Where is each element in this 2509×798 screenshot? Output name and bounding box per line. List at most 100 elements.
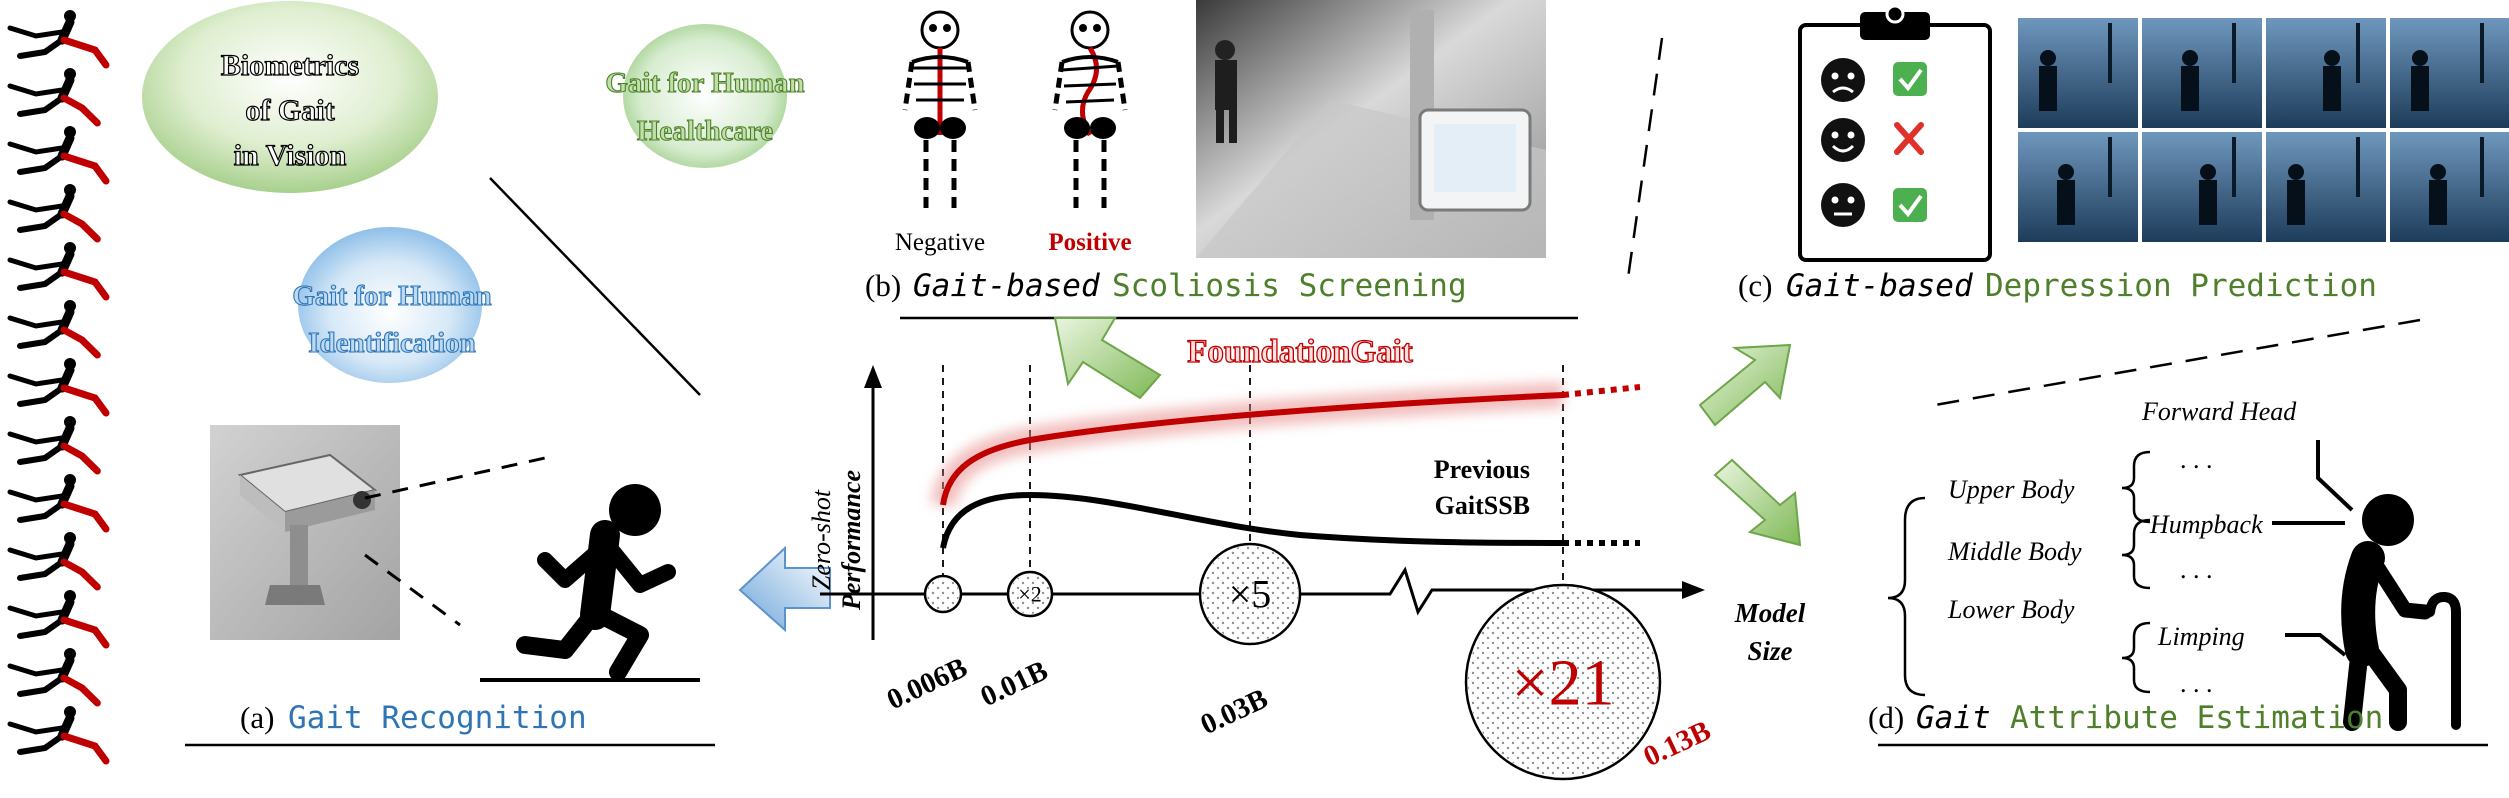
x-tick-label: 0.006B	[882, 651, 972, 716]
bubble-healthcare-line1: Gait for Human	[605, 67, 804, 99]
x-tick-label: 0.03B	[1196, 683, 1273, 742]
silhouette-frame	[2142, 132, 2262, 242]
bubble-identification: Gait for Human Identification	[292, 227, 492, 383]
panel-d-prefix: (d)	[1868, 700, 1904, 735]
size-multiplier-label: ×21	[1511, 646, 1614, 719]
scaling-chart: Zero-shot Performance Model Size ×2 ×5 ×21…	[807, 333, 1806, 781]
bubble-biometrics-line2: of Gait	[245, 94, 334, 127]
bubble-biometrics: Biometrics of Gait in Vision	[142, 1, 438, 193]
bubble-healthcare-line2: Healthcare	[637, 115, 773, 147]
silhouette-frame	[2266, 132, 2386, 242]
bubble-identification-line2: Identification	[308, 327, 476, 359]
surveillance-camera-icon	[210, 425, 400, 640]
pointer-lines	[2272, 440, 2354, 657]
cross-icon	[1894, 122, 1924, 155]
arrow-to-attributes	[1713, 458, 1802, 547]
gait-silhouette-frame	[7, 474, 110, 533]
silhouette-frame	[2390, 18, 2509, 128]
negative-label: Negative	[895, 229, 985, 256]
elderly-person-with-cane-icon	[2341, 494, 2461, 731]
connector-dashed-d	[1934, 318, 2421, 407]
sad-face-icon	[1821, 58, 1865, 102]
series-label-foundationgait: FoundationGait	[1187, 334, 1413, 370]
model-size-circle: ×5	[1198, 542, 1302, 646]
panel-c-italic: Gait-based	[1786, 268, 1973, 304]
connector-line-left	[489, 177, 701, 396]
lower-body-label: Lower Body	[1947, 595, 2075, 624]
panel-a-title: Gait Recognition	[288, 700, 587, 736]
gait-silhouette-frame	[7, 416, 101, 475]
bubble-healthcare: Gait for Human Healthcare	[605, 24, 805, 168]
gait-silhouette-frame	[7, 184, 101, 243]
gait-silhouette-frame	[7, 590, 110, 649]
gait-silhouette-frame	[7, 532, 101, 591]
gait-silhouette-frame	[7, 648, 101, 707]
size-multiplier-label: ×2	[1018, 581, 1041, 606]
gait-silhouette-frame	[7, 358, 110, 417]
check-icon	[1893, 62, 1927, 96]
dots-upper: . . .	[2180, 445, 2213, 474]
skeleton-negative-icon	[902, 10, 978, 208]
panel-d-title: Attribute Estimation	[2010, 700, 2383, 736]
series-label-gaitssb: GaitSSB	[1435, 491, 1530, 520]
gait-silhouette-frame	[7, 126, 110, 185]
foundationgait-extrapolation	[1562, 384, 1641, 398]
silhouette-frame	[2142, 18, 2262, 128]
humpback-label: Humpback	[2149, 510, 2263, 539]
arrow-to-recognition	[738, 545, 831, 633]
panel-d-italic: Gait	[1916, 700, 1991, 736]
arrow-to-depression	[1698, 343, 1792, 427]
y-label-line2: Performance	[837, 470, 866, 611]
running-person-icon	[516, 484, 676, 681]
silhouette-video-frames	[2018, 18, 2509, 242]
model-size-circle	[923, 574, 963, 614]
camera-view-line-top	[364, 456, 546, 500]
gait-silhouette-frame	[7, 10, 110, 69]
x-label-line1: Model	[1734, 598, 1806, 628]
upper-body-label: Upper Body	[1948, 475, 2075, 504]
model-size-circle: ×2	[1006, 570, 1054, 618]
silhouette-frame	[2390, 132, 2509, 242]
camera-view-line-bottom	[364, 553, 461, 627]
size-multiplier-label: ×5	[1229, 572, 1272, 617]
connector-dashed-c	[1626, 37, 1664, 279]
foundationgait-curve	[940, 392, 1564, 506]
gaitssb-curve	[940, 491, 1564, 549]
bubble-identification-line1: Gait for Human	[292, 280, 491, 312]
dots-lower: . . .	[2180, 669, 2213, 698]
x-label-line2: Size	[1747, 636, 1792, 666]
bubble-biometrics-line1: Biometrics	[221, 49, 359, 82]
skeleton-positive-icon	[1052, 10, 1128, 208]
panel-c-prefix: (c)	[1738, 268, 1772, 303]
bubble-biometrics-line3: in Vision	[234, 139, 347, 172]
panel-b-italic: Gait-based	[913, 268, 1100, 304]
y-axis-arrowhead	[864, 365, 882, 388]
panel-b-prefix: (b)	[865, 268, 901, 303]
scanner-hallway-photo	[1196, 0, 1546, 258]
gait-silhouette-frame	[7, 706, 110, 765]
check-icon	[1893, 188, 1927, 222]
panel-a-prefix: (a)	[240, 700, 274, 735]
forward-head-label: Forward Head	[2141, 397, 2297, 426]
gait-silhouette-strip-icon	[7, 10, 110, 765]
x-tick-label: 0.01B	[976, 655, 1053, 714]
smile-face-icon	[1821, 118, 1865, 162]
panel-c-title: Depression Prediction	[1985, 268, 2377, 304]
gait-silhouette-frame	[7, 300, 101, 359]
gait-silhouette-frame	[7, 68, 101, 127]
positive-label: Positive	[1048, 229, 1131, 256]
silhouette-frame	[2266, 18, 2386, 128]
attribute-brackets	[1887, 450, 2151, 697]
limping-label: Limping	[2157, 622, 2245, 651]
silhouette-frame	[2018, 18, 2138, 128]
x-axis-arrowhead	[1682, 581, 1705, 599]
model-size-circle: ×21	[1464, 583, 1662, 781]
neutral-face-icon	[1821, 183, 1865, 227]
panel-b-title: Scoliosis Screening	[1112, 268, 1467, 304]
middle-body-label: Middle Body	[1947, 537, 2082, 566]
series-label-previous: Previous	[1434, 455, 1530, 484]
gait-silhouette-frame	[7, 242, 110, 301]
y-label-line1: Zero-shot	[807, 489, 836, 590]
arrow-to-scoliosis	[1053, 317, 1162, 400]
